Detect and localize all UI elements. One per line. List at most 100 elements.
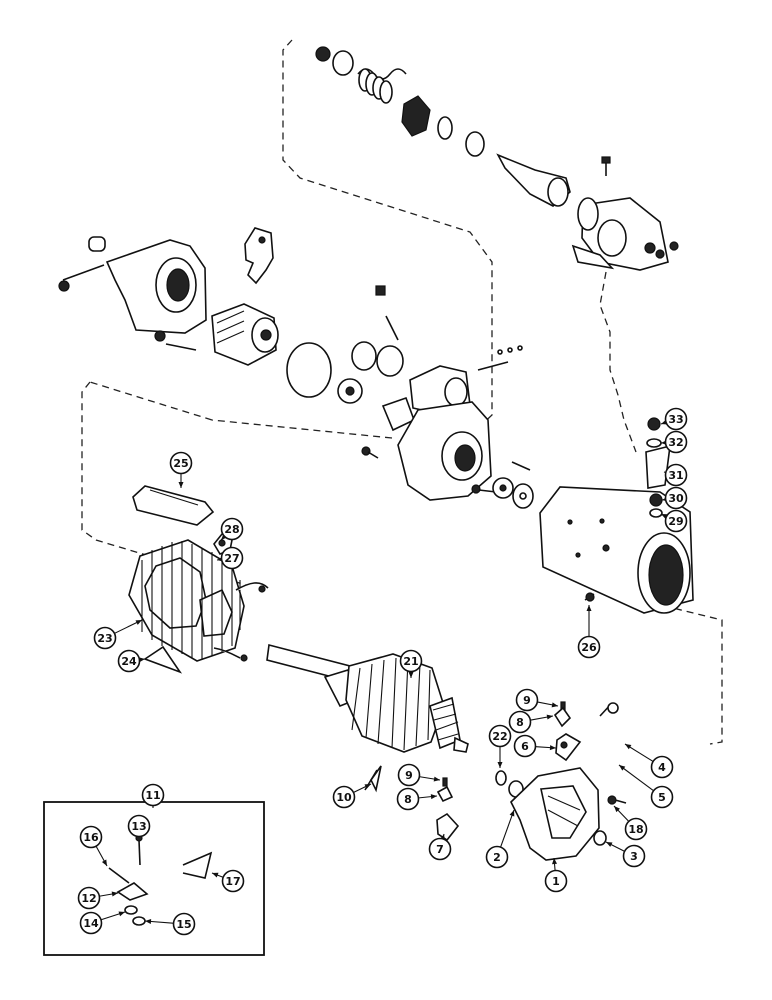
callout-33: 33 <box>660 407 688 431</box>
callout-9: 9 <box>397 763 441 787</box>
callout-number: 33 <box>668 413 683 426</box>
callout-circle <box>220 517 244 541</box>
callout-13: 13 <box>127 814 151 838</box>
callout-circle <box>79 911 103 935</box>
callout-4: 4 <box>624 743 674 779</box>
callout-number: 3 <box>630 850 638 863</box>
callout-circle <box>664 509 688 533</box>
callout-8: 8 <box>508 710 554 734</box>
drive-housing <box>58 227 274 351</box>
callout-number: 16 <box>83 831 99 844</box>
callout-23: 23 <box>93 619 143 650</box>
callout-circle <box>399 649 423 673</box>
callout-circle <box>664 430 688 454</box>
callout-1: 1 <box>544 857 568 893</box>
callout-circle <box>664 463 688 487</box>
callout-circle <box>544 869 568 893</box>
callout-24: 24 <box>117 649 146 673</box>
callout-circle <box>79 825 103 849</box>
callout-circle <box>93 626 117 650</box>
brush-kit-inset <box>43 801 265 956</box>
callout-15: 15 <box>144 912 196 936</box>
shift-parts <box>337 285 523 404</box>
callout-11: 11 <box>141 783 165 808</box>
callout-number: 21 <box>403 655 418 668</box>
drive-pinion <box>211 303 332 398</box>
brush-cover <box>132 485 215 526</box>
callout-arrowhead <box>586 605 592 611</box>
callout-arrowhead <box>546 714 553 720</box>
callout-circle <box>397 763 421 787</box>
callout-number: 22 <box>492 730 507 743</box>
callout-number: 7 <box>436 843 444 856</box>
callout-arrowhead <box>619 765 626 771</box>
callout-number: 32 <box>668 436 683 449</box>
callout-12: 12 <box>77 886 119 910</box>
callout-circle <box>515 688 539 712</box>
solenoid-dashed-link <box>599 271 637 453</box>
callout-circle <box>428 837 452 861</box>
callout-3: 3 <box>605 841 646 868</box>
callout-circle <box>141 783 165 807</box>
callout-25: 25 <box>169 451 193 488</box>
callout-6: 6 <box>513 734 557 758</box>
callout-arrowhead <box>111 891 118 897</box>
callout-16: 16 <box>79 825 108 867</box>
callout-circle <box>172 912 196 936</box>
callout-17: 17 <box>211 869 245 893</box>
callout-number: 11 <box>145 789 160 802</box>
callout-32: 32 <box>660 430 688 454</box>
callout-26: 26 <box>577 605 601 659</box>
callout-7: 7 <box>428 833 452 861</box>
callout-8: 8 <box>396 787 438 811</box>
callout-number: 9 <box>523 694 531 707</box>
callout-number: 8 <box>516 716 524 729</box>
callout-arrowhead <box>497 762 503 768</box>
callout-27: 27 <box>216 546 244 570</box>
callout-number: 6 <box>521 740 529 753</box>
callout-circle <box>127 814 151 838</box>
callout-arrowhead <box>552 858 558 865</box>
callout-number: 29 <box>668 515 683 528</box>
callout-number: 27 <box>224 552 239 565</box>
callout-31: 31 <box>663 463 688 487</box>
callout-circle <box>221 869 245 893</box>
callout-circle <box>577 635 601 659</box>
callout-number: 25 <box>173 457 188 470</box>
callout-5: 5 <box>618 764 674 809</box>
callout-10: 10 <box>332 783 372 809</box>
callout-circle <box>77 886 101 910</box>
callout-21: 21 <box>399 649 423 678</box>
frame-housing <box>539 486 694 614</box>
callout-29: 29 <box>660 509 688 533</box>
callout-circle <box>488 724 512 748</box>
callout-arrowhead <box>145 918 152 924</box>
callout-30: 30 <box>661 486 688 510</box>
callout-number: 10 <box>336 791 352 804</box>
callout-circle <box>169 451 193 475</box>
callout-leader <box>618 764 654 791</box>
callout-circle <box>622 844 646 868</box>
callout-arrowhead <box>614 806 620 813</box>
callout-number: 26 <box>581 641 597 654</box>
callout-18: 18 <box>613 805 648 841</box>
callout-number: 28 <box>224 523 239 536</box>
callout-number: 24 <box>121 655 137 668</box>
callout-arrowhead <box>364 784 371 789</box>
callout-28: 28 <box>220 517 244 541</box>
callout-2: 2 <box>485 809 515 869</box>
callout-arrowhead <box>178 482 184 488</box>
callout-arrowhead <box>408 672 414 678</box>
callout-9: 9 <box>515 688 559 712</box>
callout-arrowhead <box>551 702 558 708</box>
callout-circle <box>513 734 537 758</box>
callout-number: 13 <box>131 820 146 833</box>
spring <box>357 68 407 104</box>
callout-number: 12 <box>81 892 96 905</box>
callout-number: 1 <box>552 875 560 888</box>
callout-arrowhead <box>433 776 440 782</box>
callout-arrowhead <box>118 911 125 917</box>
callout-arrowhead <box>430 794 437 800</box>
field-coils <box>128 539 269 662</box>
